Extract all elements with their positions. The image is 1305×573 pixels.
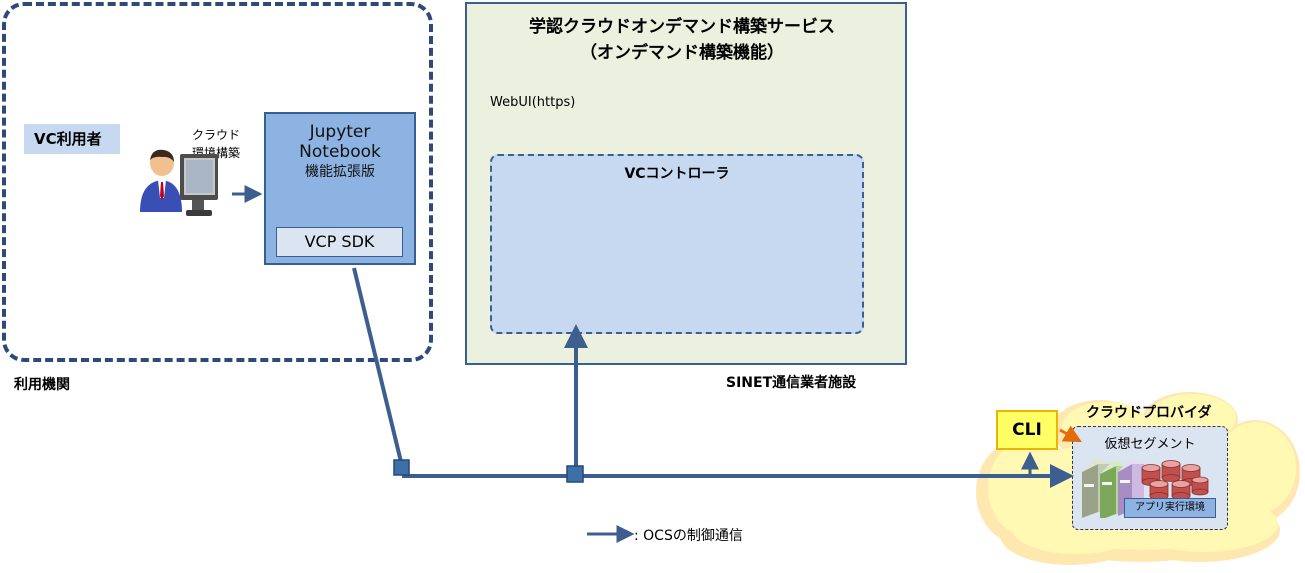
virtual-segment-label: 仮想セグメント — [1104, 437, 1196, 452]
service-title: 学認クラウドオンデマンド構築サービス — [529, 17, 835, 37]
vcp-sdk-box: VCP SDK — [276, 227, 403, 257]
jupyter-to-network-line — [352, 267, 404, 467]
cli-to-segment-arrow — [1059, 425, 1082, 443]
vc-controller-label: VCコントローラ — [624, 166, 730, 182]
jupyter-line1: Jupyter — [309, 122, 371, 142]
jupyter-notebook-box: Jupyter Notebook 機能拡張版 VCP SDK — [264, 112, 416, 265]
user-organization-label: 利用機関 — [14, 377, 70, 393]
cloud-build-label-line1: クラウド — [192, 128, 241, 142]
junction-node-left — [393, 459, 410, 476]
app-execution-environment-box: アプリ実行環境 — [1124, 498, 1216, 518]
webui-label: WebUI(https) — [490, 95, 576, 110]
junction-node-center — [566, 465, 584, 483]
legend-label: : OCSの制御通信 — [634, 528, 743, 544]
service-subtitle: （オンデマンド構築機能） — [580, 43, 784, 63]
vc-controller-box — [490, 154, 864, 334]
database-icon — [1141, 460, 1209, 500]
vc-user-label: VC利用者 — [24, 124, 120, 154]
jupyter-line3: 機能拡張版 — [305, 164, 375, 180]
user-at-computer-icon — [140, 149, 218, 216]
user-organization-boundary — [2, 2, 433, 362]
cloud-provider-label: クラウドプロバイダ — [1086, 405, 1212, 421]
cli-box: CLI — [996, 410, 1058, 450]
sinet-facility-label: SINET通信業者施設 — [726, 375, 857, 391]
jupyter-line2: Notebook — [299, 142, 381, 162]
